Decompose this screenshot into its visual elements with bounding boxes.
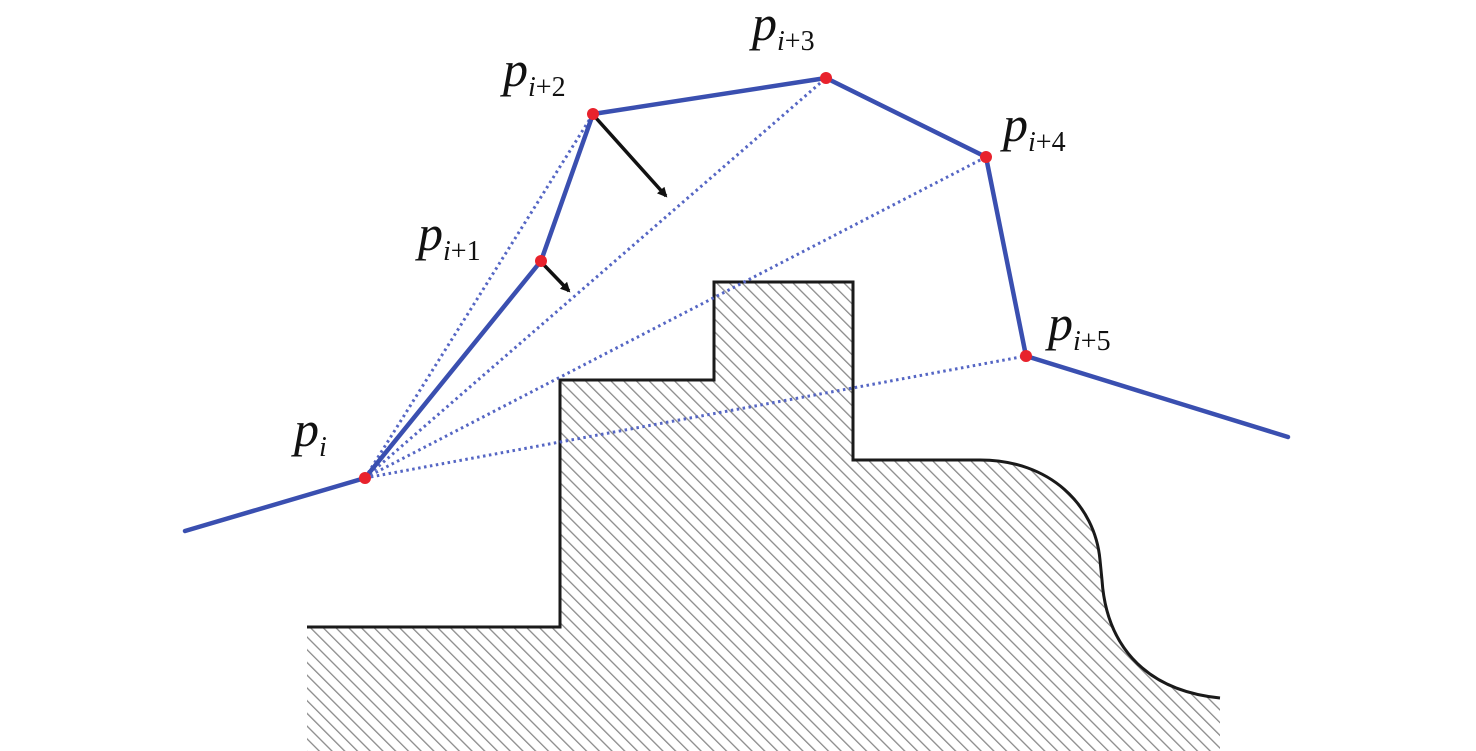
path-polyline — [182, 75, 1291, 534]
point-p5 — [1020, 350, 1032, 362]
sight-line-to-p5 — [364, 354, 1027, 480]
label-p4: pi+4 — [1000, 96, 1066, 158]
point-p1 — [535, 255, 547, 267]
obstacle-fill — [307, 282, 1220, 751]
label-p0: pi — [291, 401, 327, 463]
sight-lines — [363, 76, 1027, 480]
labels: pi pi+1 pi+2 pi+3 pi+4 pi+5 — [291, 0, 1111, 463]
arrow-from-p2 — [594, 116, 668, 198]
sight-line-to-p4 — [364, 155, 987, 480]
arrows — [542, 116, 668, 293]
point-p4 — [980, 151, 992, 163]
point-p0 — [359, 472, 371, 484]
point-p3 — [820, 72, 832, 84]
label-p1: pi+1 — [415, 205, 481, 267]
label-p3: pi+3 — [749, 0, 815, 57]
point-p2 — [587, 108, 599, 120]
arrow-from-p1 — [542, 263, 571, 293]
label-p5: pi+5 — [1045, 295, 1111, 357]
label-p2: pi+2 — [500, 41, 566, 103]
points — [359, 72, 1032, 484]
obstacle-outline — [307, 280, 1221, 700]
obstacle — [307, 280, 1221, 751]
